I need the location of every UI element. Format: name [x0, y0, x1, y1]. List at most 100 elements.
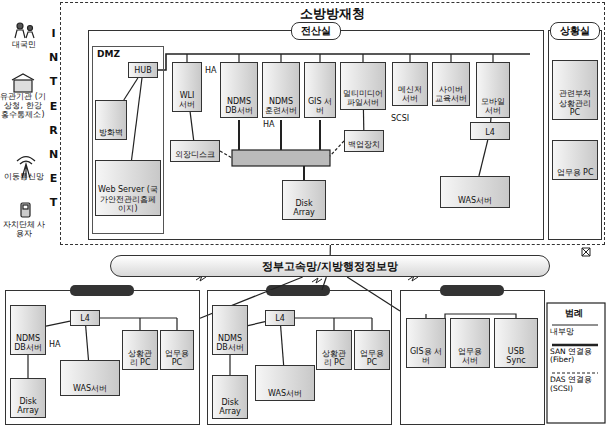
group-heading: 전산실 — [291, 22, 341, 40]
server-box: Disk Array — [282, 180, 326, 220]
server-box: 외장디스크 — [170, 140, 220, 162]
server-box: HUB — [128, 62, 158, 78]
network-link — [229, 355, 230, 375]
node-label: 관련부처 상황관리 PC — [555, 89, 595, 117]
server-box: 멀티미디어 파일서버 — [340, 62, 386, 110]
legend-heading: 범례 — [564, 307, 584, 320]
network-link — [363, 110, 365, 130]
server-box: 사이버 교육서버 — [432, 62, 470, 106]
agency-boundary: 방화벽HUBWeb Server (국가안전관리홈페이지)DMZWLI 서버ND… — [60, 2, 605, 245]
san-switch — [220, 120, 344, 180]
network-link — [27, 355, 28, 378]
network-link — [248, 322, 265, 326]
node-label: 상황관리 PC — [125, 349, 155, 367]
server-box: 백업장치 — [344, 130, 384, 152]
node-label: L4 — [73, 314, 97, 323]
user-icon-box: 자치단체 사용자 — [2, 200, 46, 244]
server-box: NDMS DB서버 — [212, 305, 248, 355]
network-link — [347, 277, 400, 311]
network-link — [281, 326, 284, 365]
server-box: 업무용 PC — [354, 330, 390, 370]
node-label: 메신저 서버 — [395, 85, 425, 103]
computer-room: 방화벽HUBWeb Server (국가안전관리홈페이지)DMZWLI 서버ND… — [88, 30, 544, 240]
node-label: 방화벽 — [98, 128, 124, 137]
legend-text: 내부망 — [550, 328, 602, 337]
node-label: WAS서버 — [63, 384, 117, 393]
server-box: 관련부처 상황관리 PC — [552, 60, 598, 120]
server-box: WLI 서버 — [172, 62, 202, 112]
node-label: WLI 서버 — [175, 91, 199, 109]
node-label: NDMS DB서버 — [215, 334, 245, 352]
server-box: NDMS DB서버 — [220, 62, 258, 118]
node-label: GIS 서버 — [307, 97, 333, 115]
node-label: L4 — [473, 128, 507, 137]
server-box: GIS용 서버 — [406, 318, 446, 368]
node-label: 모바일 서버 — [479, 97, 507, 115]
server-box: Disk Array — [10, 378, 46, 418]
node-label: Disk Array — [13, 397, 43, 415]
node-label: NDMS DB서버 — [13, 334, 43, 352]
group-heading: 상황실 — [550, 22, 600, 40]
server-box: NDMS 훈련서버 — [262, 62, 300, 118]
agency-icon — [12, 74, 34, 92]
regional-site: GIS용 서버 업무용 서버 USB Sync — [400, 290, 545, 425]
node-label: 업무용 PC — [163, 349, 191, 367]
node-label: 자치단체 사용자 — [2, 220, 46, 238]
node-label: HUB — [131, 66, 155, 75]
server-box: L4 — [470, 122, 510, 140]
network-link — [46, 321, 70, 326]
server-box: L4 — [265, 310, 295, 326]
node-label: WAS서버 — [258, 389, 312, 398]
network-link — [86, 326, 89, 360]
network-link — [190, 112, 194, 140]
node-label: USB Sync — [497, 347, 535, 365]
legend-frame — [547, 303, 605, 423]
situation-room: 관련부처 상황관리 PC업무용 PC상황실 — [548, 30, 602, 240]
server-box: 상황관리 PC — [316, 330, 352, 370]
server-box: 업무용 서버 — [450, 318, 490, 368]
node-label: 업무용 PC — [357, 349, 387, 367]
server-box: Disk Array — [212, 375, 248, 419]
node-label: 상황관리 PC — [319, 349, 349, 367]
server-box: 상황관리 PC — [122, 330, 158, 370]
ha-label: HA — [204, 66, 218, 75]
node-label: 정부고속망/지방행정정보망 — [262, 259, 398, 274]
dmz-zone: 방화벽HUBWeb Server (국가안전관리홈페이지)DMZ — [92, 46, 164, 234]
server-box: WAS서버 — [255, 365, 315, 401]
ha-label: HA — [48, 340, 62, 349]
group-heading: 소방방재청 — [300, 5, 365, 23]
server-box: Web Server (국가안전관리홈페이지) — [95, 160, 161, 216]
node-label: 대국민 — [2, 40, 46, 49]
node-label: GIS용 서버 — [409, 347, 443, 365]
server-box: 메신저 서버 — [392, 62, 428, 106]
node-label: Disk Array — [215, 398, 245, 416]
server-box: USB Sync — [494, 318, 538, 368]
legend-item: SAN 연결용(Fiber) — [550, 342, 602, 365]
legend-item: DAS 연결용(SCSI) — [550, 370, 602, 393]
network-link — [479, 140, 488, 176]
ha-label: HA — [262, 120, 276, 129]
node-label: Disk Array — [285, 199, 323, 217]
server-box: 업무용 PC — [552, 140, 598, 180]
user-icon-box: 대국민 — [2, 20, 46, 58]
user-icon-box: 이동통신망 — [2, 152, 46, 192]
node-label: 외장디스크 — [173, 150, 217, 159]
server-box: WAS서버 — [60, 360, 120, 396]
node-label: 백업장치 — [347, 140, 381, 149]
server-box: 모바일 서버 — [476, 62, 510, 118]
legend-text: DAS 연결용(SCSI) — [550, 376, 602, 393]
network-link — [330, 245, 331, 255]
node-label: Web Server (국가안전관리홈페이지) — [98, 185, 158, 213]
server-box: NDMS DB서버 — [10, 305, 46, 355]
legend-text: SAN 연결용(Fiber) — [550, 348, 602, 365]
node-label: NDMS DB서버 — [223, 97, 255, 115]
network-link — [124, 78, 138, 100]
node-label: L4 — [268, 314, 292, 323]
network-link — [132, 78, 142, 160]
legend-item: 내부망 — [550, 322, 602, 337]
wan-band: 정부고속망/지방행정정보망 — [110, 255, 550, 277]
people-icon — [15, 23, 34, 38]
node-label: 업무용 서버 — [453, 347, 487, 365]
node-label: 업무용 PC — [555, 168, 595, 177]
server-box: WAS서버 — [440, 176, 510, 208]
